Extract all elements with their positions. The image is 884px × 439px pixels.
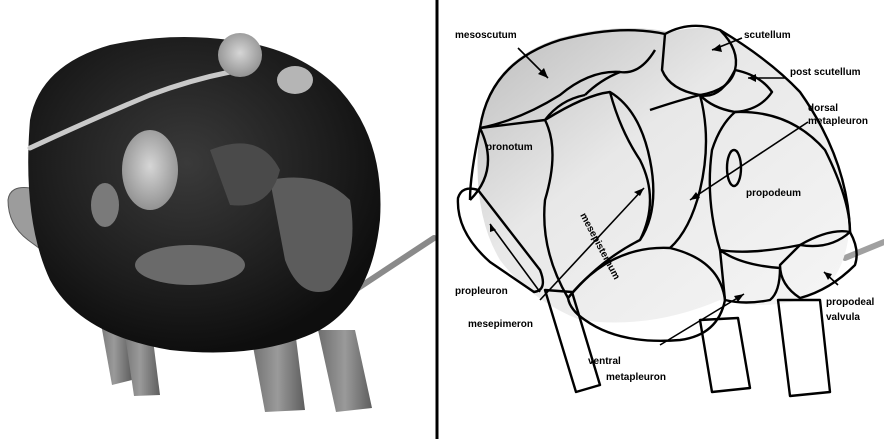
label-pronotum: pronotum xyxy=(486,142,533,153)
label-dorsal-metapleuron-line2: metapleuron xyxy=(808,116,868,127)
diagram-pin xyxy=(845,242,884,258)
photo-patch-pronotal xyxy=(122,130,178,210)
label-post-scutellum: post scutellum xyxy=(790,67,861,78)
label-scutellum: scutellum xyxy=(744,30,791,41)
photo-patch-scutellum xyxy=(218,33,262,77)
diagram-leg-3 xyxy=(778,300,830,396)
leg-right xyxy=(318,330,372,412)
label-propodeal-valvula-line1: propodeal xyxy=(826,297,875,308)
label-dorsal-metapleuron-line1: dorsal xyxy=(808,103,838,114)
photo-patch-postscutellum xyxy=(277,66,313,94)
label-propodeum: propodeum xyxy=(746,188,801,199)
photo-patch-lower xyxy=(135,245,245,285)
label-mesoscutum: mesoscutum xyxy=(455,30,517,41)
label-ventral-metapleuron-line1: ventral xyxy=(588,356,621,367)
label-mesepimeron: mesepimeron xyxy=(468,319,533,330)
label-ventral-metapleuron-line2: metapleuron xyxy=(606,372,666,383)
label-propleuron: propleuron xyxy=(455,286,508,297)
label-propodeal-valvula-line2: valvula xyxy=(826,312,860,323)
diagram-panel: mesoscutum scutellum post scutellum dors… xyxy=(455,26,884,396)
photo-panel xyxy=(8,33,434,412)
photo-patch-side xyxy=(91,183,119,227)
